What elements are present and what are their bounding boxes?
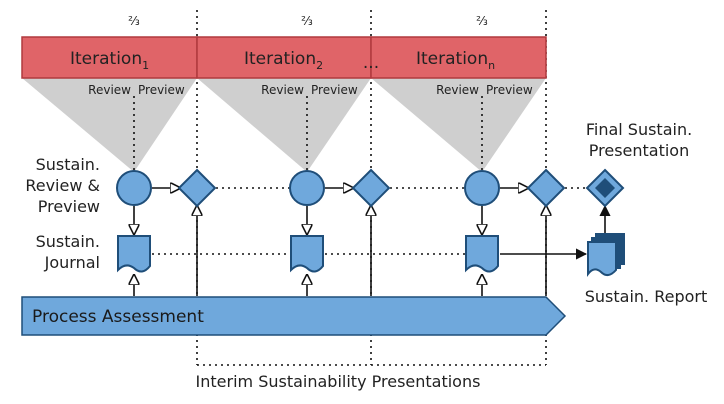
- svg-text:Review &: Review &: [25, 176, 100, 195]
- review-label-3: Review: [436, 83, 479, 97]
- connector-dotted-lines: [152, 187, 588, 255]
- svg-text:Final Sustain.: Final Sustain.: [586, 120, 692, 139]
- preview-label-2: Preview: [311, 83, 358, 97]
- journal-doc-1: [117, 235, 151, 273]
- funnels: [22, 78, 546, 172]
- funnel-2: [197, 78, 371, 172]
- svg-text:Preview: Preview: [38, 197, 100, 216]
- journal-documents: [117, 235, 499, 273]
- fraction-3: ⅔: [476, 14, 488, 28]
- svg-text:Sustain.: Sustain.: [36, 155, 100, 174]
- review-circle-3: [464, 170, 500, 206]
- report-label: Sustain. Report: [585, 287, 708, 306]
- fraction-2: ⅔: [301, 14, 313, 28]
- svg-text:Journal: Journal: [44, 253, 100, 272]
- iteration-bar-n: [370, 36, 547, 79]
- report-document-stack: [587, 233, 625, 277]
- review-circles: [116, 170, 500, 206]
- preview-label-3: Preview: [486, 83, 533, 97]
- final-presentation-label: Final Sustain. Presentation: [586, 120, 692, 160]
- review-circle-2: [289, 170, 325, 206]
- review-preview-labels: Review Preview Review Preview Review Pre…: [88, 83, 533, 97]
- diamond-2: [351, 168, 391, 208]
- final-presentation-diamond: [585, 168, 625, 208]
- iteration-label-n: Iterationn: [416, 49, 495, 72]
- review-preview-side-label: Sustain. Review & Preview: [25, 155, 100, 216]
- iteration-label-1: Iteration1: [70, 49, 149, 72]
- process-assessment-label: Process Assessment: [32, 307, 204, 327]
- diamond-1: [177, 168, 217, 208]
- journal-doc-3: [465, 235, 499, 273]
- process-assessment-arrow: [21, 296, 567, 336]
- journal-side-label: Sustain. Journal: [36, 232, 100, 272]
- preview-label-1: Preview: [138, 83, 185, 97]
- funnel-1: [22, 78, 197, 172]
- presentation-diamonds: [177, 168, 566, 208]
- iteration-bar-1: [21, 36, 198, 79]
- iteration-bar-2: [196, 36, 372, 79]
- fraction-1: ⅔: [128, 14, 140, 28]
- review-label-2: Review: [261, 83, 304, 97]
- iteration-ellipsis: ...: [363, 53, 379, 73]
- diamond-3: [526, 168, 566, 208]
- svg-text:Sustain.: Sustain.: [36, 232, 100, 251]
- review-label-1: Review: [88, 83, 131, 97]
- iteration-bars: [21, 36, 547, 79]
- review-preview-lines: [133, 96, 483, 172]
- svg-text:Presentation: Presentation: [589, 141, 689, 160]
- solid-connectors: [134, 188, 611, 296]
- iteration-label-2: Iteration2: [244, 49, 323, 72]
- journal-doc-2: [290, 235, 324, 273]
- funnel-3: [371, 78, 546, 172]
- review-circle-1: [116, 170, 152, 206]
- interim-label: Interim Sustainability Presentations: [196, 372, 481, 391]
